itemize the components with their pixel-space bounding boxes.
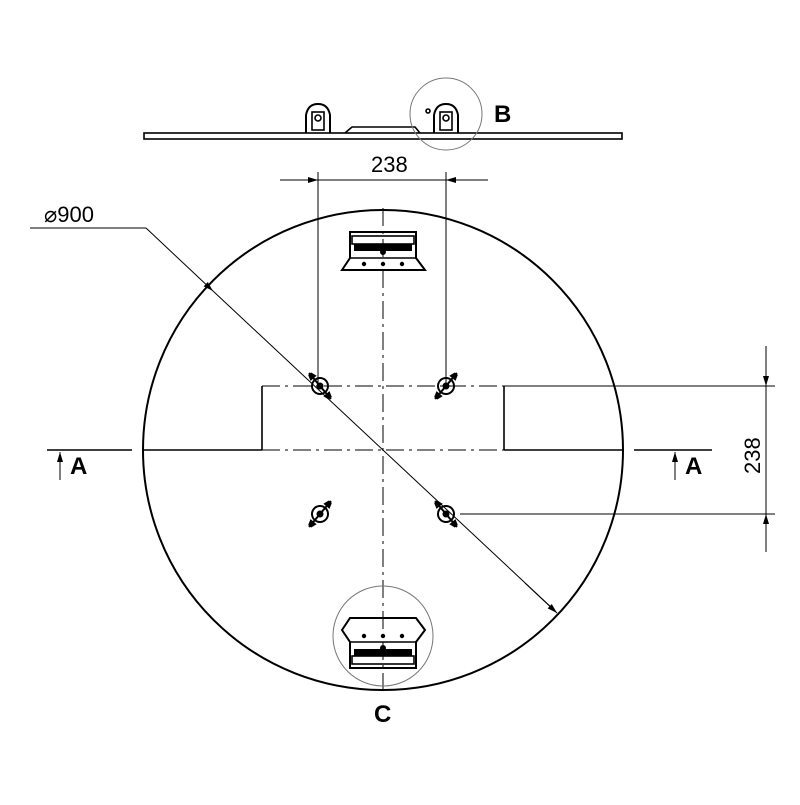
handle-bottom: C	[332, 585, 434, 728]
section-label-left: A	[70, 453, 87, 480]
handle-top	[340, 231, 427, 271]
plate-side-profile	[143, 132, 623, 140]
side-bracket-left	[305, 102, 331, 133]
section-line-a-a: A A	[47, 386, 712, 480]
wing-nut-top-right	[434, 372, 458, 400]
detail-c-label: C	[374, 701, 391, 728]
right-dimension-value: 238	[740, 437, 765, 474]
diameter-dimension: ⌀900	[30, 202, 558, 614]
top-dimension: 238	[280, 152, 488, 385]
wing-nut-bottom-left	[308, 500, 332, 528]
detail-c-circle	[332, 585, 434, 687]
detail-b-label: B	[494, 101, 511, 128]
detail-b-circle	[409, 77, 483, 151]
side-bracket-right	[425, 102, 459, 133]
diameter-value: ⌀900	[44, 202, 94, 227]
top-dimension-value: 238	[371, 152, 408, 177]
right-dimension: 238	[460, 346, 775, 552]
wing-nut-bottom-right	[434, 500, 458, 528]
center-boss-side	[344, 126, 421, 134]
side-view: B	[143, 77, 623, 151]
wing-nut-top-left	[308, 372, 332, 400]
section-label-right: A	[685, 453, 702, 480]
